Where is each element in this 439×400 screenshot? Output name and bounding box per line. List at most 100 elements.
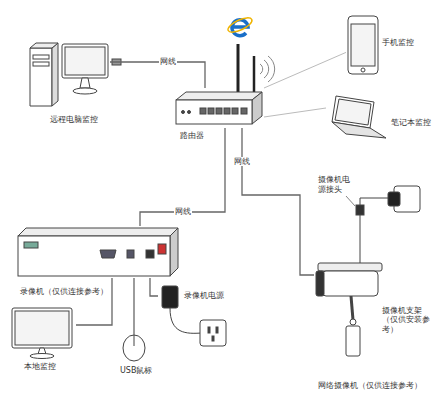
network-cable	[242, 128, 314, 275]
recorder-part	[146, 250, 154, 258]
remote-pc-part	[73, 88, 97, 94]
recorder-power-part	[208, 327, 210, 333]
usb-mouse	[123, 335, 145, 361]
ie-logo-part	[226, 15, 254, 35]
router-part	[176, 100, 252, 124]
router-part	[176, 92, 262, 100]
network-cable	[110, 62, 205, 88]
device-node: 笔记本监控	[326, 94, 388, 140]
camera-power-part	[356, 205, 364, 215]
local-monitor-part	[30, 354, 54, 359]
wireless-link	[264, 108, 326, 117]
ip-camera-part	[322, 271, 378, 296]
router-part	[182, 111, 185, 114]
device-label: 网络摄像机（仅供连接参考）	[318, 381, 422, 391]
device-node: 路由器	[172, 88, 264, 128]
router-part	[208, 108, 214, 114]
local-monitor-part	[12, 308, 72, 348]
recorder-power-part	[170, 308, 202, 333]
remote-pc-part	[52, 43, 58, 106]
device-label: USB鼠标	[120, 366, 152, 376]
remote-pc-part	[30, 48, 52, 106]
network-cable	[133, 278, 134, 335]
remote-pc-part	[33, 55, 49, 59]
recorder-part	[24, 242, 38, 248]
device-label: 笔记本监控	[391, 118, 431, 128]
recorder-power-part	[162, 286, 178, 308]
ip-camera-part	[346, 326, 360, 356]
cable-label: 网线	[233, 157, 251, 167]
recorder-power-part	[212, 336, 214, 341]
ip-camera-part	[316, 271, 324, 296]
router-part	[224, 108, 230, 114]
ie-logo	[226, 15, 254, 36]
device-node: USB鼠标	[120, 335, 148, 361]
recorder-power	[162, 286, 226, 346]
device-node: 录像机电源	[158, 284, 182, 312]
recorder-part	[170, 228, 178, 276]
remote-pc-part	[65, 47, 105, 75]
network-cable	[150, 278, 158, 296]
router-part	[237, 44, 240, 94]
router-part	[253, 56, 256, 94]
device-label: 远程电脑监控	[50, 115, 98, 125]
device-label: 录像机电源	[184, 291, 224, 301]
device-label: 录像机（仅供连接参考）	[20, 287, 108, 297]
phone-part	[348, 16, 378, 74]
recorder-power-part	[216, 327, 218, 333]
remote-pc-part	[33, 62, 49, 66]
remote-pc	[30, 43, 121, 106]
wireless-link	[264, 52, 346, 88]
phone-part	[361, 68, 365, 72]
recorder-part	[18, 228, 178, 236]
network-cable	[76, 278, 112, 325]
cable-label: 网线	[159, 57, 177, 67]
ip-camera	[316, 263, 382, 356]
part-label: 摄像机电源接头	[318, 175, 352, 195]
camera-power-part	[388, 192, 400, 206]
device-label: 路由器	[180, 131, 204, 141]
device-label: 手机监控	[382, 38, 414, 48]
device-label: 本地监控	[24, 362, 56, 372]
local-monitor-part	[15, 311, 69, 345]
remote-pc-part	[80, 78, 90, 88]
device-node: 网络摄像机（仅供连接参考）	[314, 258, 380, 360]
recorder-part	[158, 244, 166, 254]
laptop	[332, 96, 386, 138]
recorder	[18, 228, 178, 276]
recorder-power-part	[200, 320, 226, 346]
device-node: 远程电脑监控	[28, 40, 110, 112]
device-node: 手机监控	[346, 14, 380, 76]
camera-power	[346, 186, 420, 263]
router-part	[252, 92, 262, 124]
local-monitor	[12, 308, 72, 359]
router-part	[200, 108, 206, 114]
router-part	[241, 108, 247, 114]
usb-mouse-part	[123, 335, 145, 361]
laptop-part	[332, 122, 386, 138]
ip-camera-part	[318, 263, 382, 271]
recorder-part	[18, 236, 170, 276]
usb-mouse-part	[134, 335, 135, 346]
remote-pc-part	[30, 43, 58, 48]
phone	[348, 16, 378, 74]
device-node: 录像机（仅供连接参考）	[16, 226, 180, 278]
phone-part	[351, 24, 375, 66]
network-cable	[140, 128, 225, 226]
router-part	[232, 108, 238, 114]
part-label: 摄像机支架（仅供安装参考）	[382, 306, 436, 334]
remote-pc-part	[62, 44, 108, 78]
recorder-part	[127, 250, 134, 258]
ip-camera-part	[350, 319, 356, 325]
camera-power-part	[346, 196, 355, 206]
cable-label: 网线	[174, 207, 192, 217]
router-part	[216, 108, 222, 114]
laptop-part	[335, 99, 371, 125]
device-node: 本地监控	[10, 306, 76, 358]
router-part	[188, 111, 191, 114]
ip-camera-part	[351, 296, 353, 320]
recorder-part	[100, 250, 116, 258]
